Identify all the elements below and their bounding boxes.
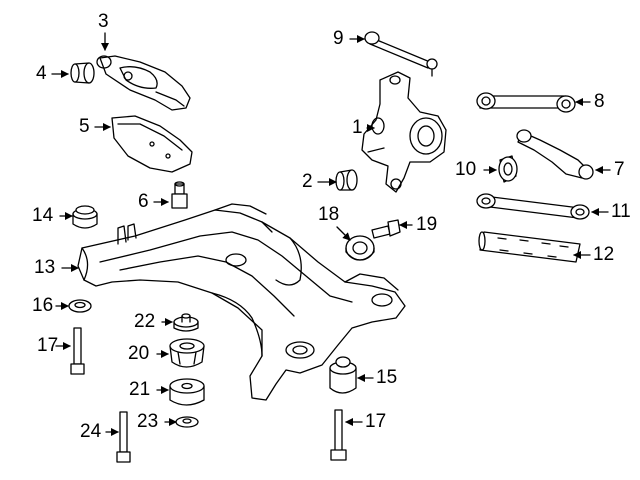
callout-2: 2 [302,171,313,192]
link-8-drawing [477,93,575,112]
bolt-17-left-drawing [71,328,84,374]
callout-8: 8 [594,91,605,112]
curved-arm-drawing [517,130,593,179]
subframe-drawing [78,204,405,400]
callout-19: 19 [416,214,438,235]
bolt-17-right-drawing [331,410,346,460]
bolt-19-drawing [372,220,400,238]
mount-14-drawing [73,206,97,228]
callout-5: 5 [79,116,90,137]
callout-6: 6 [138,191,149,212]
bolt-24-drawing [117,412,130,462]
callout-4: 4 [36,63,47,84]
callout-15: 15 [376,367,398,388]
bushing-10-drawing [499,156,517,182]
callout-16: 16 [32,295,54,316]
callout-21: 21 [129,379,151,400]
mount-22-drawing [174,314,198,331]
knuckle-drawing [362,72,446,192]
shield-drawing [112,116,192,172]
toe-link-drawing [365,32,437,76]
callout-13: 13 [34,257,56,278]
clip-23-drawing [176,417,198,427]
knuckle-bushing-drawing [336,170,357,190]
callout-12: 12 [593,244,615,265]
callout-9: 9 [333,28,344,49]
mount-15-drawing [330,357,356,393]
callout-14: 14 [32,205,54,226]
control-arm-drawing [97,56,190,110]
callout-20: 20 [128,343,150,364]
bearing-drawing [346,236,374,260]
callout-22: 22 [134,311,156,332]
link-11-drawing [477,194,589,219]
bar-12-drawing [479,232,580,262]
mount-20-drawing [170,339,204,367]
callout-3: 3 [98,11,109,32]
callout-10: 10 [455,159,477,180]
bushing-drawing [71,63,94,83]
callout-23: 23 [137,411,159,432]
callout-7: 7 [614,159,625,180]
callout-24: 24 [80,421,102,442]
callout-17-right: 17 [365,411,387,432]
callout-1: 1 [352,117,363,138]
callout-17-left: 17 [37,335,59,356]
stud-drawing [172,182,187,208]
washer-drawing [69,300,91,312]
callout-11: 11 [611,201,631,222]
callout-18: 18 [318,204,340,225]
leader-lines [51,32,611,436]
mount-21-drawing [170,379,204,405]
